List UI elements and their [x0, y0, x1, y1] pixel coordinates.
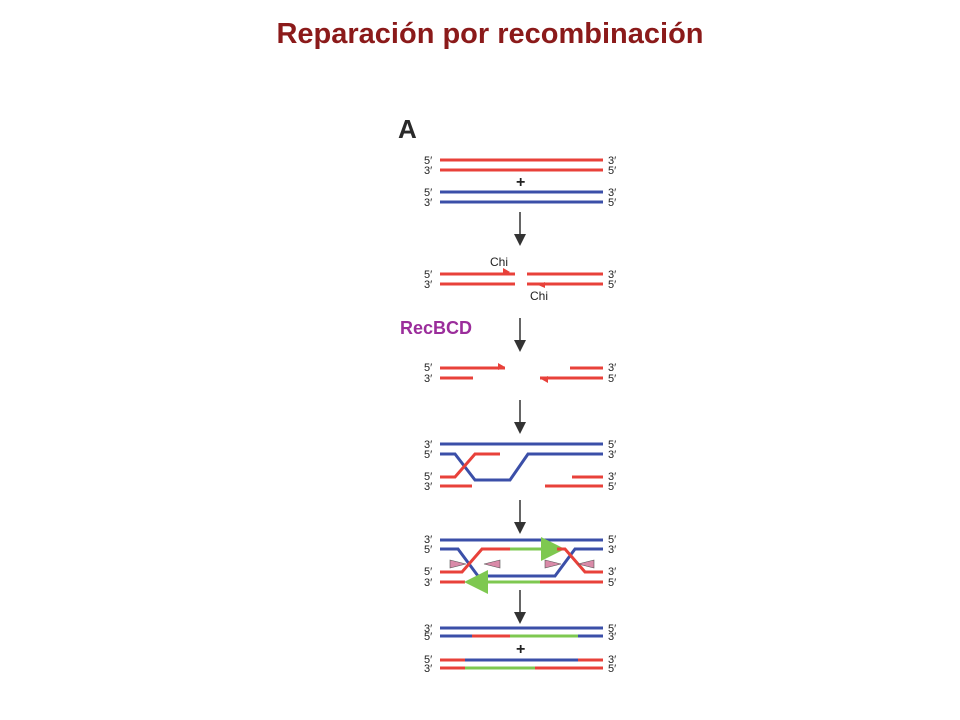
end-label: 3′	[608, 544, 616, 556]
end-label: 3′	[608, 155, 616, 167]
end-label: 3′	[424, 373, 432, 385]
junction-arrowhead	[449, 559, 467, 569]
end-label: 3′	[608, 631, 616, 643]
step-6-resolved-products: + 3′ 5′ 5′ 3′ 5′ 3′ 3′ 5′	[424, 623, 616, 675]
chi-site-marker	[503, 268, 510, 275]
step-4-strand-invasion: 3′ 5′ 5′ 3′ 5′ 3′ 3′ 5′	[424, 439, 616, 493]
end-label: 5′	[608, 279, 616, 291]
end-label: 5′	[608, 165, 616, 177]
step-5-holliday-junctions: 3′ 5′ 5′ 3′ 5′ 3′ 3′ 5′	[424, 534, 616, 594]
plus-sign: +	[516, 174, 525, 191]
end-label: 3′	[424, 439, 432, 451]
end-label: 3′	[424, 663, 432, 675]
end-label: 5′	[608, 534, 616, 546]
plus-sign: +	[516, 641, 525, 658]
end-label: 5′	[424, 471, 432, 483]
step-1-duplexes: + 5′ 3′ 5′ 3′ 3′ 5′ 3′ 5′	[424, 155, 616, 209]
chi-site-marker	[498, 363, 505, 370]
chi-label: Chi	[490, 255, 508, 269]
end-label: 5′	[424, 631, 432, 643]
end-label: 3′	[608, 449, 616, 461]
end-label: 5′	[424, 449, 432, 461]
enzyme-label: RecBCD	[400, 318, 472, 338]
end-label: 5′	[608, 663, 616, 675]
slide-title: Reparación por recombinación	[276, 18, 704, 50]
end-label: 3′	[424, 623, 432, 635]
end-label: 5′	[608, 197, 616, 209]
step-2-break: Chi Chi 5′ 3′ 3′ 5′	[424, 255, 616, 303]
end-label: 5′	[608, 373, 616, 385]
end-label: 3′	[424, 165, 432, 177]
junction-arrowhead	[483, 559, 501, 569]
end-label: 3′	[608, 187, 616, 199]
end-label: 5′	[608, 481, 616, 493]
end-label: 5′	[424, 187, 432, 199]
end-label: 3′	[608, 362, 616, 374]
end-label: 3′	[424, 481, 432, 493]
end-label: 5′	[424, 362, 432, 374]
end-label: 3′	[424, 197, 432, 209]
end-label: 3′	[608, 654, 616, 666]
chi-site-marker	[538, 282, 545, 288]
end-label: 5′	[424, 269, 432, 281]
end-label: 5′	[424, 155, 432, 167]
end-label: 5′	[608, 577, 616, 589]
chi-site-marker	[541, 376, 548, 383]
end-label: 3′	[424, 534, 432, 546]
step-3-resection: 5′ 3′ 3′ 5′	[424, 362, 616, 385]
end-label: 3′	[608, 269, 616, 281]
end-label: 5′	[424, 566, 432, 578]
panel-label: A	[398, 114, 417, 144]
end-label: 3′	[424, 279, 432, 291]
end-label: 5′	[424, 654, 432, 666]
chi-label: Chi	[530, 289, 548, 303]
end-label: 3′	[424, 577, 432, 589]
junction-arrowhead	[544, 559, 562, 569]
end-label: 5′	[608, 439, 616, 451]
end-label: 5′	[424, 544, 432, 556]
junction-arrowhead	[577, 559, 595, 569]
end-label: 3′	[608, 471, 616, 483]
end-label: 5′	[608, 623, 616, 635]
end-label: 3′	[608, 566, 616, 578]
